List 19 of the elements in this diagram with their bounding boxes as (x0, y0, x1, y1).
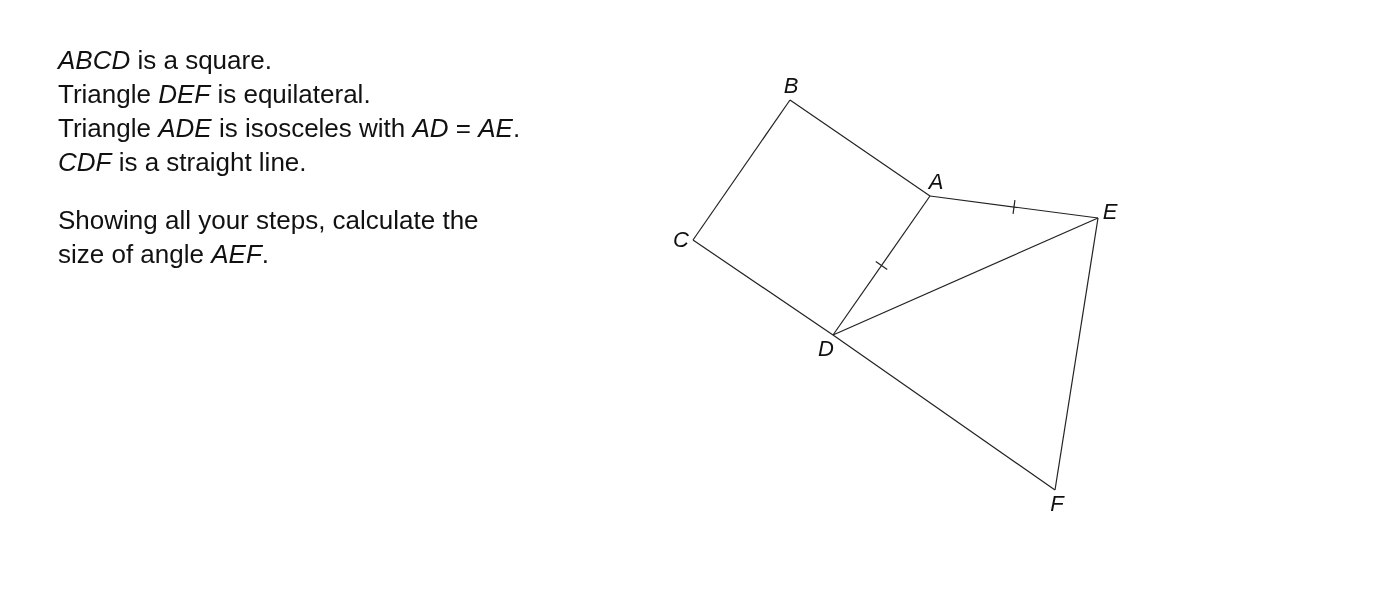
problem-text: CDF is a straight line. (58, 146, 307, 179)
problem-text: Triangle DEF is equilateral. (58, 78, 371, 111)
line-segment (692, 99, 791, 241)
vertex-label: A (925, 168, 947, 196)
line-segment (832, 334, 1056, 491)
line-segment (929, 195, 1099, 219)
line-segment (789, 99, 931, 197)
line-segment (692, 239, 834, 336)
problem-text: Showing all your steps, calculate the size of angle AEF. (58, 204, 480, 271)
problem-text: ABCD is a square. (58, 44, 272, 77)
vertex-label: B (780, 72, 802, 100)
vertex-label: C (669, 227, 693, 253)
line-segment (832, 217, 1099, 336)
vertex-label: E (1098, 199, 1122, 225)
problem-text: Triangle ADE is isosceles with AD = AE. (58, 112, 521, 145)
line-segment (1054, 217, 1099, 491)
vertex-label: F (1046, 490, 1068, 518)
vertex-label: D (815, 335, 837, 363)
line-segment (832, 195, 931, 336)
